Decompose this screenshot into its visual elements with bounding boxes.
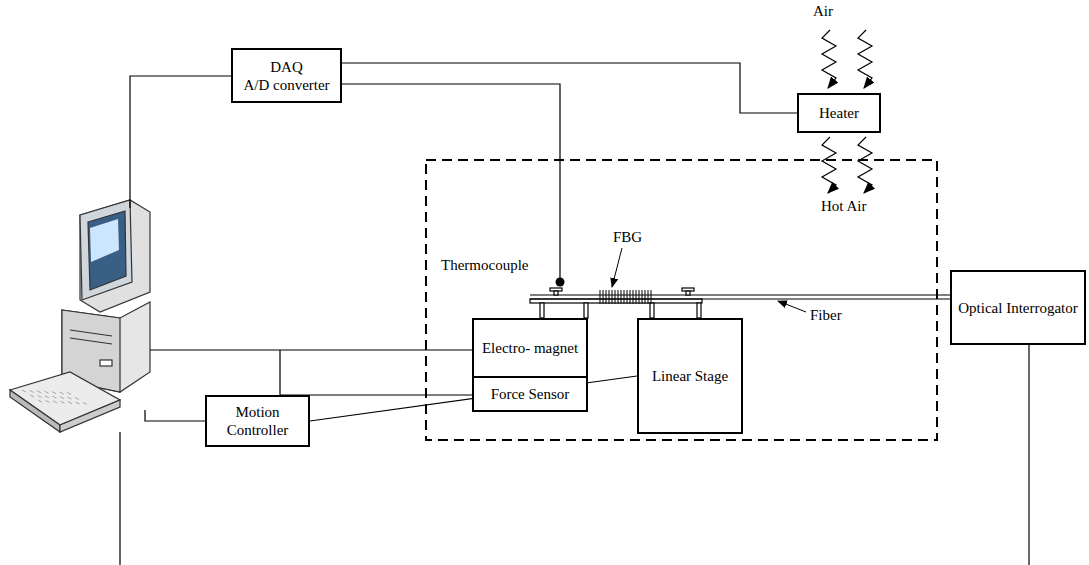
chamber-outline	[426, 160, 937, 440]
thermocouple-label: Thermocouple	[440, 256, 529, 274]
node-text: A/D converter	[243, 76, 329, 94]
fiber-fixture	[530, 288, 950, 318]
air-label: Air	[812, 2, 834, 20]
keyboard-keys	[22, 390, 87, 404]
fiber-label: Fiber	[809, 306, 843, 324]
node-text: Electro- magnet	[482, 339, 578, 357]
electromagnet-box: Electro- magnet	[472, 318, 588, 378]
computer-icon	[10, 200, 150, 432]
node-text: Force Sensor	[491, 385, 570, 403]
connector	[342, 63, 797, 113]
node-text: Motion Controller	[213, 403, 302, 439]
heater-box: Heater	[797, 93, 881, 133]
node-text: DAQ	[270, 58, 303, 76]
force-sensor-box: Force Sensor	[472, 376, 588, 412]
node-text: Linear Stage	[652, 367, 728, 385]
fbg-label: FBG	[612, 228, 643, 246]
motion-controller-box: Motion Controller	[205, 395, 310, 447]
hot-air-label: Hot Air	[820, 197, 867, 215]
connector	[310, 376, 637, 421]
fbg-leader	[612, 248, 622, 287]
node-text: Optical Interrogator	[958, 299, 1078, 317]
interrogator-box: Optical Interrogator	[950, 270, 1086, 345]
thermocouple-dot	[556, 278, 565, 287]
linear-stage-box: Linear Stage	[637, 318, 743, 434]
daq-box: DAQA/D converter	[231, 48, 342, 103]
wires	[120, 76, 1029, 565]
node-text: Heater	[819, 104, 859, 122]
fiber-leader	[778, 301, 806, 312]
fbg-grating	[600, 290, 651, 304]
